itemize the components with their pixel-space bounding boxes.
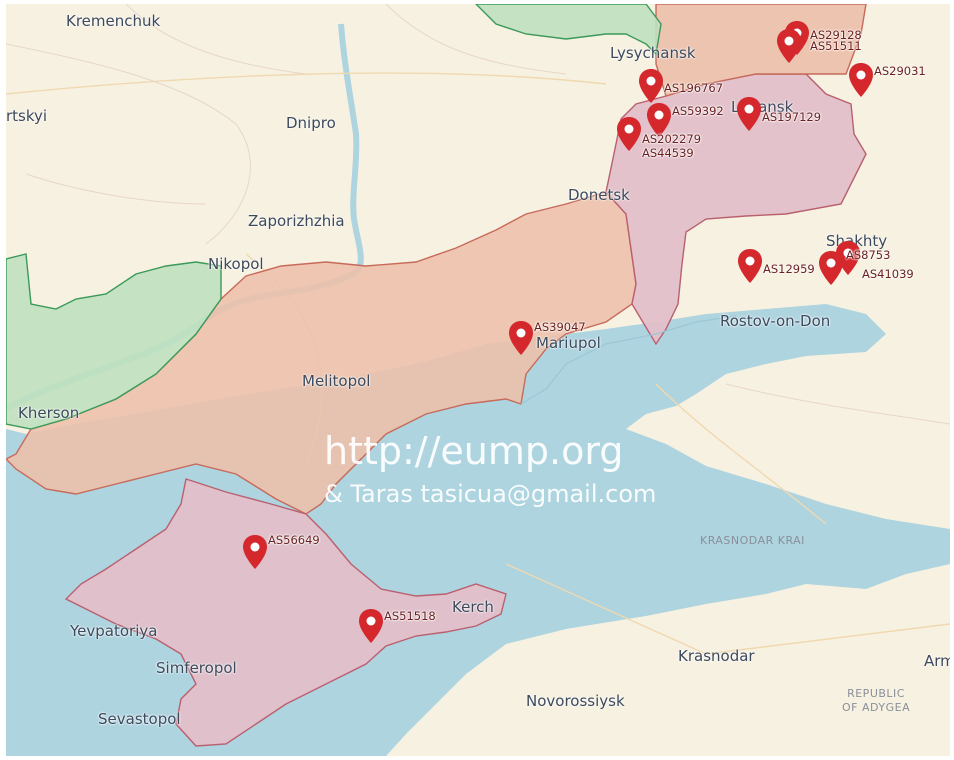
marker-label-as51518: AS51518 — [384, 609, 436, 623]
city-label-lysychansk: Lysychansk — [610, 44, 696, 62]
city-label-novorossiysk: Novorossiysk — [526, 692, 625, 710]
city-label-mariupol: Mariupol — [536, 334, 601, 352]
map-pin-icon[interactable] — [358, 608, 384, 644]
marker-label-as44539: AS44539 — [642, 146, 694, 160]
marker-label-as29031: AS29031 — [874, 64, 926, 78]
region-label-adygea-line2: OF ADYGEA — [842, 700, 911, 714]
marker-label-as41039: AS41039 — [862, 267, 914, 281]
marker-label-as197129: AS197129 — [762, 110, 822, 124]
liberated-north-area — [475, 4, 662, 56]
map-viewport[interactable]: Kremenchuk Lysychansk rtskyi Dnipro Luha… — [6, 4, 950, 756]
marker-label-as196767: AS196767 — [664, 81, 724, 95]
watermark-url: http://eump.org — [324, 429, 624, 473]
map-pin-icon[interactable] — [818, 250, 844, 286]
occupied-crimea-area — [64, 478, 507, 747]
marker-label-as29128: AS29128 — [810, 28, 862, 42]
region-label-adygea: REPUBLIC OF ADYGEA — [842, 687, 910, 715]
marker-label-as51511: AS51511 — [810, 39, 862, 53]
map-pin-icon[interactable] — [508, 320, 534, 356]
city-label-simferopol: Simferopol — [156, 659, 237, 677]
city-label-donetsk: Donetsk — [568, 186, 630, 204]
city-label-melitopol: Melitopol — [302, 372, 371, 390]
city-label-yevpatoriya: Yevpatoriya — [70, 622, 158, 640]
map-pin-icon[interactable] — [646, 102, 672, 138]
city-label-krasnodar: Krasnodar — [678, 647, 755, 665]
watermark-credit: & Taras tasicua@gmail.com — [324, 480, 657, 508]
map-pin-icon[interactable] — [737, 248, 763, 284]
map-pin-icon[interactable] — [638, 68, 664, 104]
marker-label-as202279: AS202279 — [642, 132, 702, 146]
marker-label-as56649: AS56649 — [268, 533, 320, 547]
liberated-kherson-area — [6, 253, 222, 430]
marker-label-as39047: AS39047 — [534, 320, 586, 334]
city-label-dnipro: Dnipro — [286, 114, 336, 132]
azov-coastline — [520, 315, 737, 405]
city-label-kerch: Kerch — [452, 598, 494, 616]
city-label-kremenchuk: Kremenchuk — [66, 12, 161, 30]
city-label-nikopol: Nikopol — [208, 255, 264, 273]
marker-label-as8753: AS8753 — [846, 248, 891, 262]
map-base-layer — [6, 4, 950, 756]
map-pin-icon[interactable] — [242, 534, 268, 570]
map-pin-icon[interactable] — [616, 116, 642, 152]
city-label-partial-west: rtskyi — [6, 107, 48, 125]
marker-label-as59392: AS59392 — [672, 104, 724, 118]
occupied-south-area — [6, 191, 637, 515]
city-label-sevastopol: Sevastopol — [98, 710, 181, 728]
marker-label-as12959: AS12959 — [763, 262, 815, 276]
map-pin-icon[interactable] — [736, 96, 762, 132]
map-pin-icon[interactable] — [776, 28, 802, 64]
map-pin-icon[interactable] — [848, 62, 874, 98]
city-label-zaporizhzhia: Zaporizhzhia — [248, 212, 345, 230]
region-label-adygea-line1: REPUBLIC — [847, 687, 905, 700]
region-label-krasnodar-krai: KRASNODAR KRAI — [700, 534, 805, 547]
map-pin-icon[interactable] — [835, 240, 861, 276]
city-label-rostov-on-don: Rostov-on-Don — [720, 312, 831, 330]
city-label-partial-east: Arm — [924, 652, 950, 670]
city-label-kherson: Kherson — [18, 404, 80, 422]
